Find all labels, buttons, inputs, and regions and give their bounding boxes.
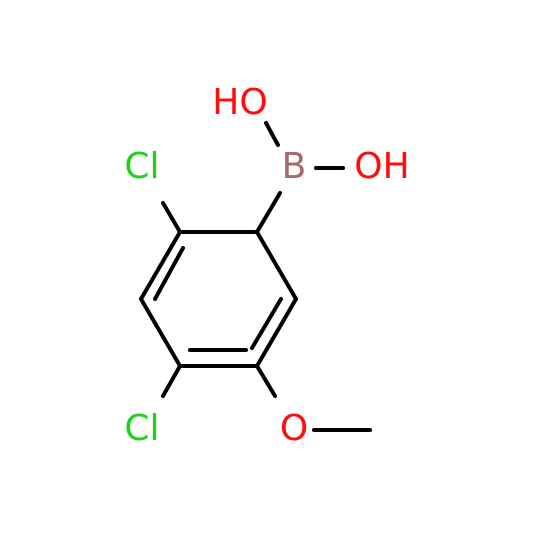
double-bond-inner-right xyxy=(250,297,283,350)
ring-bond-c3-c4 xyxy=(255,297,298,368)
atom-label-hydroxyl-right: OH xyxy=(354,146,409,187)
bond-boron-oh-top xyxy=(264,121,280,147)
atom-label-oxygen-methoxy: O xyxy=(280,408,308,449)
ring-bond-c6-c1 xyxy=(139,230,182,301)
bond-c2-boron xyxy=(255,191,282,234)
atom-label-boron: B xyxy=(282,146,307,187)
atom-label-chlorine-top: Cl xyxy=(124,146,159,187)
double-bond-inner-left xyxy=(153,246,185,301)
ring-bond-c5-c6 xyxy=(139,297,182,368)
ring-bond-c2-c3 xyxy=(255,230,298,301)
atom-label-chlorine-bottom: Cl xyxy=(124,408,159,449)
bond-c1-cl-top xyxy=(161,201,182,234)
bond-c4-o-methoxy xyxy=(255,364,277,398)
bond-c5-cl-bottom xyxy=(161,364,182,398)
atom-label-hydroxyl-top: HO xyxy=(212,82,267,123)
